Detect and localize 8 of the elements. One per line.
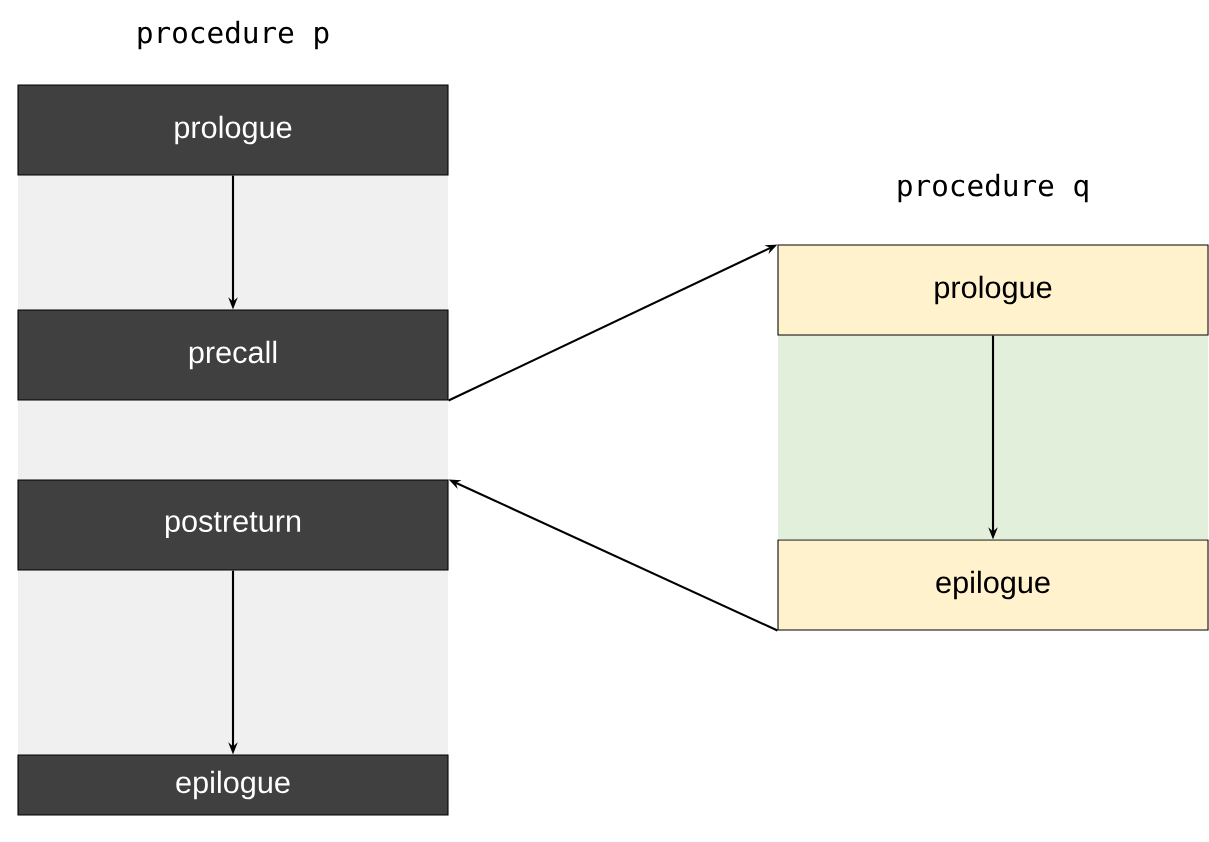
process-box: prologue xyxy=(777,244,1209,336)
process-box: postreturn xyxy=(17,479,449,571)
node-label: procedure p xyxy=(138,20,329,50)
process-box: precall xyxy=(17,309,449,401)
node-label: procedure q xyxy=(898,173,1088,203)
process-box: epilogue xyxy=(17,754,449,816)
process-box: prologue xyxy=(17,84,449,176)
process-box: epilogue xyxy=(777,539,1209,631)
